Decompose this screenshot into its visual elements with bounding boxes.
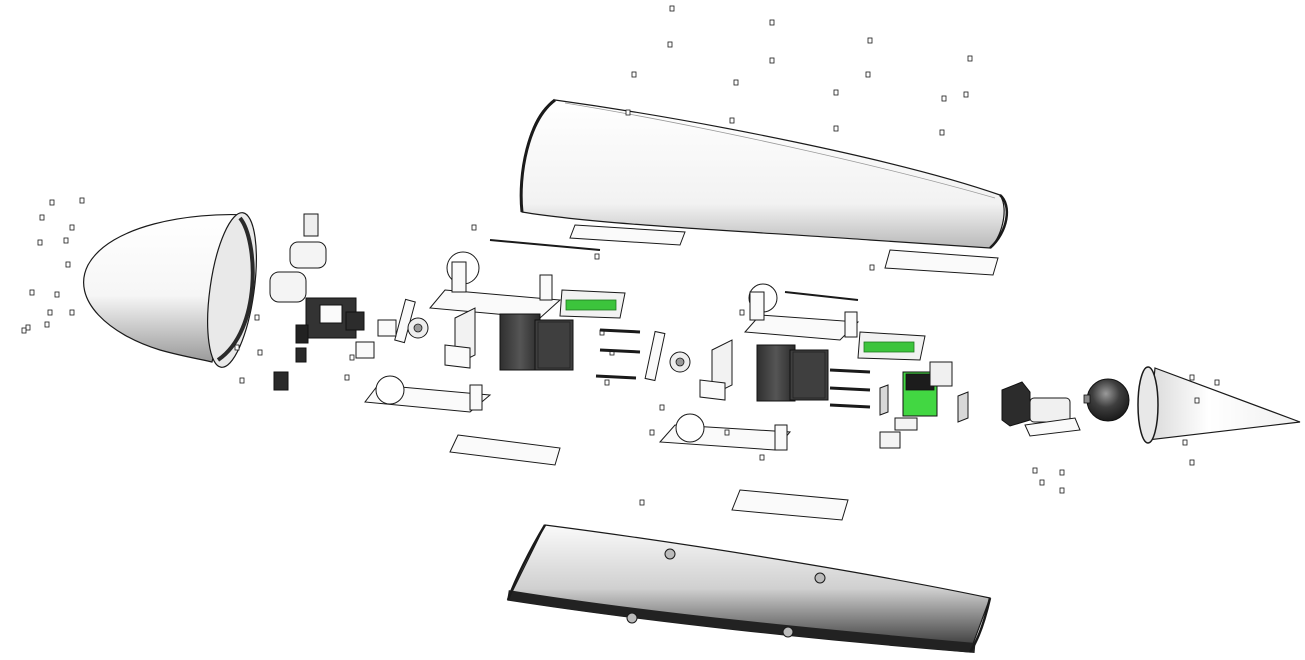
fastener-screw — [594, 253, 600, 260]
fastener-screw — [769, 57, 775, 64]
stepper-motor-left — [499, 313, 574, 371]
fastener-screw — [39, 214, 45, 221]
fastener-screw — [49, 199, 55, 206]
fastener-screw — [349, 354, 355, 361]
fastener-rod — [829, 386, 871, 392]
nose-dome-shell — [83, 212, 257, 368]
fastener-screw — [759, 454, 765, 461]
left-lower-plate — [364, 375, 561, 466]
fastener-screw — [625, 109, 631, 116]
fastener-screw — [865, 71, 871, 78]
fastener-screw — [939, 129, 945, 136]
fastener-screw — [729, 117, 735, 124]
fastener-screw — [639, 499, 645, 506]
fastener-screw — [239, 377, 245, 384]
fastener-rod — [599, 328, 641, 334]
fastener-screw — [29, 289, 35, 296]
fastener-screw — [69, 224, 75, 231]
stepper-motor-right — [756, 344, 829, 402]
fastener-screw — [669, 5, 675, 12]
fastener-screw — [1189, 374, 1195, 381]
fastener-screw — [21, 327, 27, 334]
fastener-screw — [1059, 469, 1065, 476]
fasteners — [21, 5, 1220, 506]
fastener-screw — [344, 374, 350, 381]
fastener-screw — [37, 239, 43, 246]
fastener-screw — [63, 237, 69, 244]
top-hull-shell — [519, 98, 1008, 276]
driver-board-left — [559, 289, 626, 319]
fastener-screw — [967, 55, 973, 62]
fastener-screw — [833, 89, 839, 96]
fastener-screw — [257, 349, 263, 356]
fastener-screw — [963, 91, 969, 98]
fastener-screw — [1039, 479, 1045, 486]
left-bracket — [444, 307, 476, 369]
fastener-screw — [833, 125, 839, 132]
tail-cone-shell — [1137, 366, 1301, 444]
pump-motor — [1001, 381, 1081, 437]
fastener-screw — [471, 224, 477, 231]
fastener-screw — [47, 309, 53, 316]
fastener-screw — [1032, 467, 1038, 474]
fastener-screw — [79, 197, 85, 204]
camera-gimbal — [269, 213, 365, 391]
fastener-screw — [25, 324, 31, 331]
right-upper-plate — [743, 283, 860, 341]
fastener-screw — [1214, 379, 1220, 386]
fastener-screw — [254, 314, 260, 321]
bottom-hull-shell — [506, 524, 992, 653]
fastener-screw — [631, 71, 637, 78]
fastener-screw — [65, 261, 71, 268]
fastener-screw — [234, 344, 240, 351]
fastener-rod — [829, 368, 871, 374]
left-roller — [355, 298, 429, 359]
fastener-screw — [54, 291, 60, 298]
fastener-screw — [1059, 487, 1065, 494]
fastener-screw — [69, 309, 75, 316]
fastener-screw — [1182, 439, 1188, 446]
driver-board-right — [857, 331, 926, 361]
fastener-screw — [724, 429, 730, 436]
left-upper-plate — [429, 239, 601, 319]
fastener-screw — [659, 404, 665, 411]
fastener-screw — [869, 264, 875, 271]
fastener-rod — [829, 403, 871, 409]
battery-pack — [879, 361, 969, 449]
fastener-rod — [599, 348, 641, 354]
right-lower-plate — [658, 413, 849, 521]
fastener-screw — [667, 41, 673, 48]
fastener-screw — [739, 309, 745, 316]
fastener-rod — [595, 374, 637, 380]
ballast-sphere — [1083, 378, 1130, 422]
fastener-screw — [941, 95, 947, 102]
fastener-screw — [649, 429, 655, 436]
fastener-screw — [867, 37, 873, 44]
fastener-screw — [733, 79, 739, 86]
fastener-screw — [1194, 397, 1200, 404]
right-bracket — [699, 339, 733, 401]
fastener-screw — [1189, 459, 1195, 466]
fastener-screw — [44, 321, 50, 328]
fastener-screw — [604, 379, 610, 386]
fastener-screw — [769, 19, 775, 26]
right-roller — [644, 330, 691, 382]
